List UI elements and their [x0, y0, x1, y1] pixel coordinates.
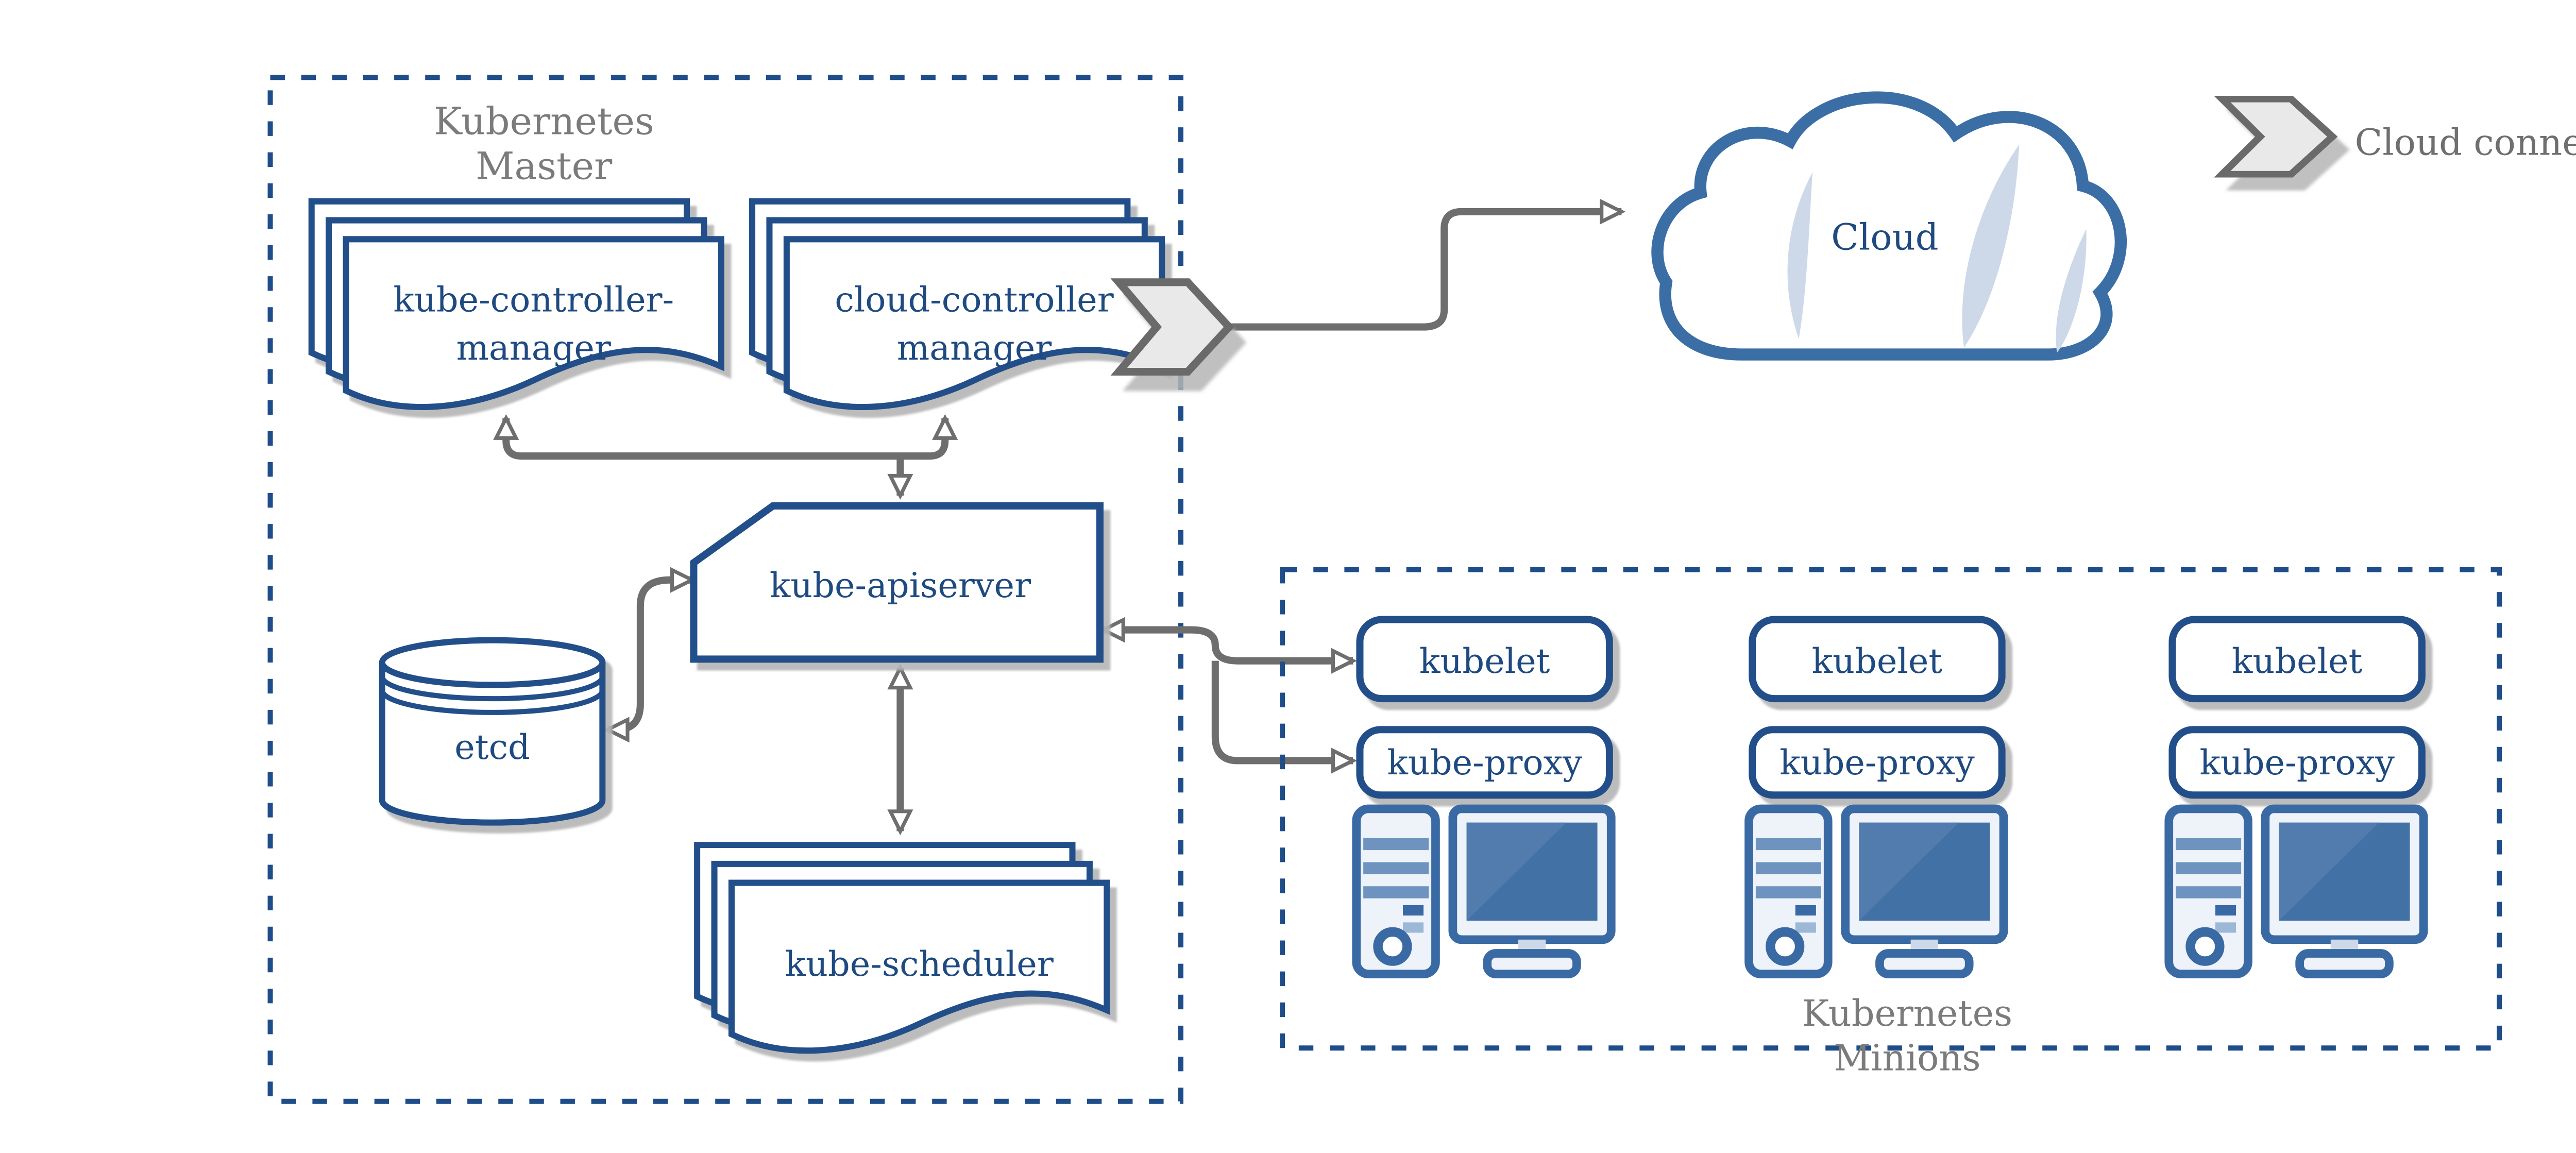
power-button-icon	[1373, 927, 1412, 966]
kube-proxy-box	[1749, 726, 2006, 799]
document-sheet-front	[787, 239, 1162, 407]
tower-vent	[1402, 905, 1424, 916]
minion-node-1: kubelet kube-proxy	[1352, 616, 1616, 978]
monitor-screen-highlight	[2279, 822, 2379, 921]
kubelet-label: kubelet	[1419, 641, 1550, 681]
kube-controller-manager-node: kube-controller- manager	[312, 201, 721, 407]
kube-apiserver-label: kube-apiserver	[770, 565, 1031, 605]
cloud-sliver-left	[1787, 172, 1813, 340]
tower-stripe	[1755, 862, 1821, 874]
kubelet-box	[2168, 616, 2426, 703]
minion-node-3: kubelet kube-proxy	[2164, 616, 2428, 978]
tower-vent	[1795, 905, 1816, 916]
tower-stripe	[1755, 886, 1821, 898]
monitor-base	[2295, 949, 2394, 978]
arrow-apiserver-kubelet	[1104, 630, 1353, 661]
master-title-line2: Master	[476, 144, 613, 188]
kube-proxy-label: kube-proxy	[1780, 742, 1975, 783]
kube-proxy-box	[1356, 726, 1613, 799]
tower-vent	[1795, 922, 1816, 933]
tower-stripe	[1363, 838, 1429, 851]
kube-scheduler-label: kube-scheduler	[785, 944, 1054, 984]
legend: Cloud connector	[2222, 99, 2576, 174]
arrow-controllers-fork	[506, 418, 945, 460]
kube-proxy-label: kube-proxy	[1387, 742, 1582, 783]
cloud-sliver-middle	[1962, 144, 2020, 348]
kubelet-label: kubelet	[1812, 641, 1943, 681]
kubelet-label: kubelet	[2232, 641, 2363, 681]
etcd-label: etcd	[454, 727, 530, 767]
database-ring-2	[379, 689, 605, 715]
computer-icon	[1744, 804, 2008, 978]
tower-stripe	[2176, 886, 2242, 898]
kube-controller-manager-label-line2: manager	[456, 328, 611, 368]
cloud-controller-manager-node: cloud-controller manager	[752, 201, 1162, 407]
tower-stripe	[2176, 862, 2242, 874]
database-ring-1	[379, 676, 605, 702]
kube-controller-manager-label-line1: kube-controller-	[393, 280, 674, 320]
tower-stripe	[1755, 838, 1821, 851]
tower-vent	[1402, 922, 1424, 933]
arrow-apiserver-etcd	[607, 580, 692, 730]
arrow-cloud-connector-to-cloud	[1230, 212, 1621, 331]
database-top	[379, 637, 606, 688]
database-icon	[379, 663, 606, 826]
kube-scheduler-node: kube-scheduler	[697, 845, 1107, 1050]
kubernetes-minions-box	[1280, 567, 2502, 1051]
power-button-icon	[2185, 927, 2225, 966]
tower-vent	[2215, 922, 2236, 933]
monitor-screen-highlight	[1466, 822, 1567, 921]
computer-icon	[1352, 804, 1616, 978]
power-button-icon	[1766, 927, 1805, 966]
kube-apiserver-box	[690, 502, 1104, 663]
tower-vent	[2215, 905, 2236, 916]
cloud-controller-manager-label-line2: manager	[897, 328, 1052, 368]
kube-proxy-label: kube-proxy	[2199, 742, 2395, 783]
monitor-base	[1483, 949, 1581, 978]
cloud-sliver-right	[2056, 229, 2087, 353]
tower-stripe	[1363, 886, 1429, 898]
kubernetes-master-box	[267, 75, 1183, 1104]
monitor-base	[1875, 949, 1974, 978]
monitor-screen-highlight	[1859, 822, 1959, 921]
cloud-label: Cloud	[1831, 216, 1938, 258]
master-title-line1: Kubernetes	[434, 100, 654, 144]
tower-stripe	[2176, 838, 2242, 851]
document-sheet-front	[346, 239, 721, 407]
computer-icon	[2164, 804, 2428, 978]
cloud-icon	[1651, 91, 2127, 361]
legend-label: Cloud connector	[2355, 122, 2576, 164]
arrow-apiserver-kubeproxy	[1211, 660, 1353, 761]
cloud-connector-legend-icon	[2222, 99, 2332, 174]
minion-node-2: kubelet kube-proxy	[1744, 616, 2008, 978]
minions-title-line2: Minions	[1834, 1037, 1980, 1079]
kube-proxy-box	[2168, 726, 2426, 799]
minions-title-line1: Kubernetes	[1802, 992, 2012, 1035]
tower-stripe	[1363, 862, 1429, 874]
etcd-node: etcd	[379, 637, 606, 826]
kubelet-box	[1356, 616, 1613, 703]
cloud-node: Cloud	[1651, 91, 2127, 361]
kubelet-box	[1749, 616, 2006, 703]
kube-apiserver-node: kube-apiserver	[690, 502, 1104, 663]
cloud-controller-manager-label-line1: cloud-controller	[835, 280, 1113, 320]
